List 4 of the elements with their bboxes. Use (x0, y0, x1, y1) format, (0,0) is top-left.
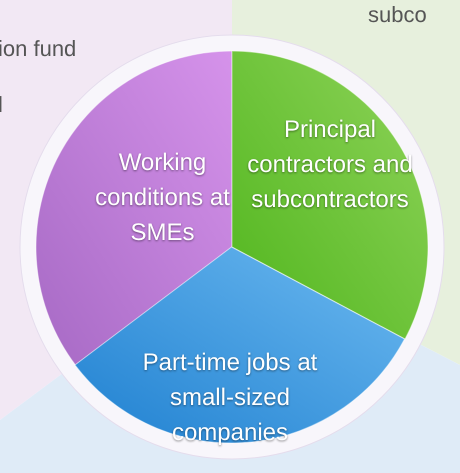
sector-label: Principal contractors and subcontractors (246, 115, 414, 215)
pie-sector (75, 247, 406, 443)
side-text: subco (368, 2, 427, 28)
sector-label: Working conditions at SMEs (94, 148, 230, 248)
